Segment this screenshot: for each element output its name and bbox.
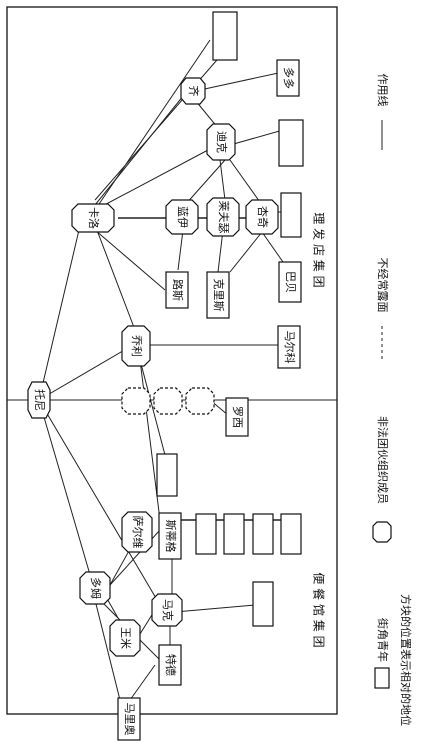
node-chris[interactable]: 克里斯 xyxy=(206,271,230,319)
node-lusi-label: 路斯 xyxy=(171,279,184,301)
node-ted-label: 特德 xyxy=(164,654,178,676)
node-laif-label: 莱夫瑟 xyxy=(217,201,230,234)
node-marco-label: 马尔科 xyxy=(283,331,297,364)
link-qi-dick xyxy=(194,99,219,129)
link-jenny-babei xyxy=(261,231,284,263)
hex-nodes: 托尼 卡洛 乔利 齐 迪克 蓝伊 莱夫瑟 杏奇 xyxy=(27,77,279,657)
node-tony-label: 托尼 xyxy=(33,389,47,411)
node-mark-label: 马克 xyxy=(161,599,174,621)
legend-box-note: 方块的位置表示相对的地位 xyxy=(399,594,413,726)
link-dom-mario xyxy=(94,599,121,701)
node-dom[interactable]: 多姆 xyxy=(79,571,111,605)
link-tony-mark xyxy=(38,399,164,611)
box-dick-right xyxy=(278,119,304,167)
link-dick-box xyxy=(229,129,284,146)
box-lower xyxy=(252,581,274,627)
diagram-frame xyxy=(6,6,338,715)
link-dick-lanyi xyxy=(184,159,226,206)
node-rossi-label: 罗西 xyxy=(231,406,244,428)
node-carlo-label: 卡洛 xyxy=(87,207,101,229)
box-top xyxy=(212,11,238,61)
node-rossi[interactable]: 罗西 xyxy=(225,397,249,437)
box-jenny-right xyxy=(280,192,302,238)
legend: 街角青年 方块的位置表示相对的地位 非法团伙组织成员 不经常露面 作用线 xyxy=(372,74,413,726)
hex-dotted-1 xyxy=(121,387,151,415)
node-dick-label: 迪克 xyxy=(215,131,228,153)
link-lanyi-lusi xyxy=(177,229,184,271)
link-dick-jenny xyxy=(229,159,263,206)
node-mario[interactable]: 马里奥 xyxy=(117,697,141,741)
node-salvi-label: 萨尔维 xyxy=(131,516,144,549)
link-carlo-jolly xyxy=(94,224,136,331)
node-jolly[interactable]: 乔利 xyxy=(121,325,151,367)
node-babei-label: 巴贝 xyxy=(284,271,297,293)
node-salvi[interactable]: 萨尔维 xyxy=(121,511,153,553)
node-jenny-label: 杏奇 xyxy=(256,206,269,228)
node-carlo[interactable]: 卡洛 xyxy=(71,203,115,233)
box-mid xyxy=(156,453,178,497)
link-carlo-dick xyxy=(94,149,209,211)
node-wang-label: 王米 xyxy=(119,627,132,649)
labeled-boxes: 多多 路斯 克里斯 巴贝 马尔科 罗西 斯蒂格 特德 xyxy=(117,59,302,741)
box-row-4 xyxy=(280,513,302,555)
plain-boxes xyxy=(156,11,304,627)
group-label-diner: 便 餐 馆 集 团 xyxy=(312,572,327,647)
legend-hex-label: 非法团伙组织成员 xyxy=(376,416,390,504)
box-row-3 xyxy=(252,513,274,555)
legend-box-label: 街角青年 xyxy=(376,618,390,662)
node-ted[interactable]: 特德 xyxy=(158,644,182,686)
node-tony[interactable]: 托尼 xyxy=(27,381,51,419)
link-tony-dom xyxy=(38,399,94,586)
node-lusi[interactable]: 路斯 xyxy=(165,271,189,309)
link-carlo-topbox-a xyxy=(94,44,231,201)
node-babei[interactable]: 巴贝 xyxy=(278,261,302,303)
node-jenny[interactable]: 杏奇 xyxy=(245,199,279,235)
node-lanyi[interactable]: 蓝伊 xyxy=(165,199,199,235)
node-qi[interactable]: 齐 xyxy=(180,77,206,105)
node-lanyi-label: 蓝伊 xyxy=(176,206,189,228)
link-qi-duoduo xyxy=(199,71,284,91)
node-laif[interactable]: 莱夫瑟 xyxy=(206,197,240,237)
legend-solid-label: 作用线 xyxy=(376,74,390,107)
box-row-1 xyxy=(195,513,217,555)
link-tony-jolly xyxy=(38,344,134,401)
link-tony-carlo xyxy=(38,212,84,401)
link-jenny-chris xyxy=(229,231,263,273)
legend-hex-swatch xyxy=(372,521,392,543)
node-duoduo-label: 多多 xyxy=(282,67,296,89)
link-carlo-lusi xyxy=(94,229,166,291)
link-laif-chris xyxy=(217,229,224,273)
node-duoduo[interactable]: 多多 xyxy=(276,59,300,97)
box-row-2 xyxy=(223,513,245,555)
node-jolly-label: 乔利 xyxy=(130,335,143,357)
node-marco[interactable]: 马尔科 xyxy=(277,325,301,369)
group-label-barbershop: 理 发 店 集 团 xyxy=(312,212,327,287)
link-carlo-qi xyxy=(94,89,189,206)
link-dick-laif xyxy=(219,159,226,201)
node-mario-label: 马里奥 xyxy=(123,703,137,736)
link-mario-ted xyxy=(129,664,156,701)
node-mark[interactable]: 马克 xyxy=(151,593,183,627)
legend-box-swatch xyxy=(374,667,390,689)
link-mark-box xyxy=(174,604,256,613)
legend-dotted-label: 不经常露面 xyxy=(376,258,389,313)
node-sidig[interactable]: 斯蒂格 xyxy=(158,512,182,560)
node-sidig-label: 斯蒂格 xyxy=(164,520,178,553)
node-wang[interactable]: 王米 xyxy=(109,619,141,657)
link-carlo-topbox-b xyxy=(94,39,211,211)
node-dick[interactable]: 迪克 xyxy=(206,123,236,161)
node-dom-label: 多姆 xyxy=(89,577,103,599)
node-qi-label: 齐 xyxy=(187,86,201,97)
node-chris-label: 克里斯 xyxy=(212,279,225,312)
hex-dotted-2 xyxy=(153,387,183,415)
link-jolly-box xyxy=(139,359,166,456)
hex-dotted-3 xyxy=(185,387,215,415)
